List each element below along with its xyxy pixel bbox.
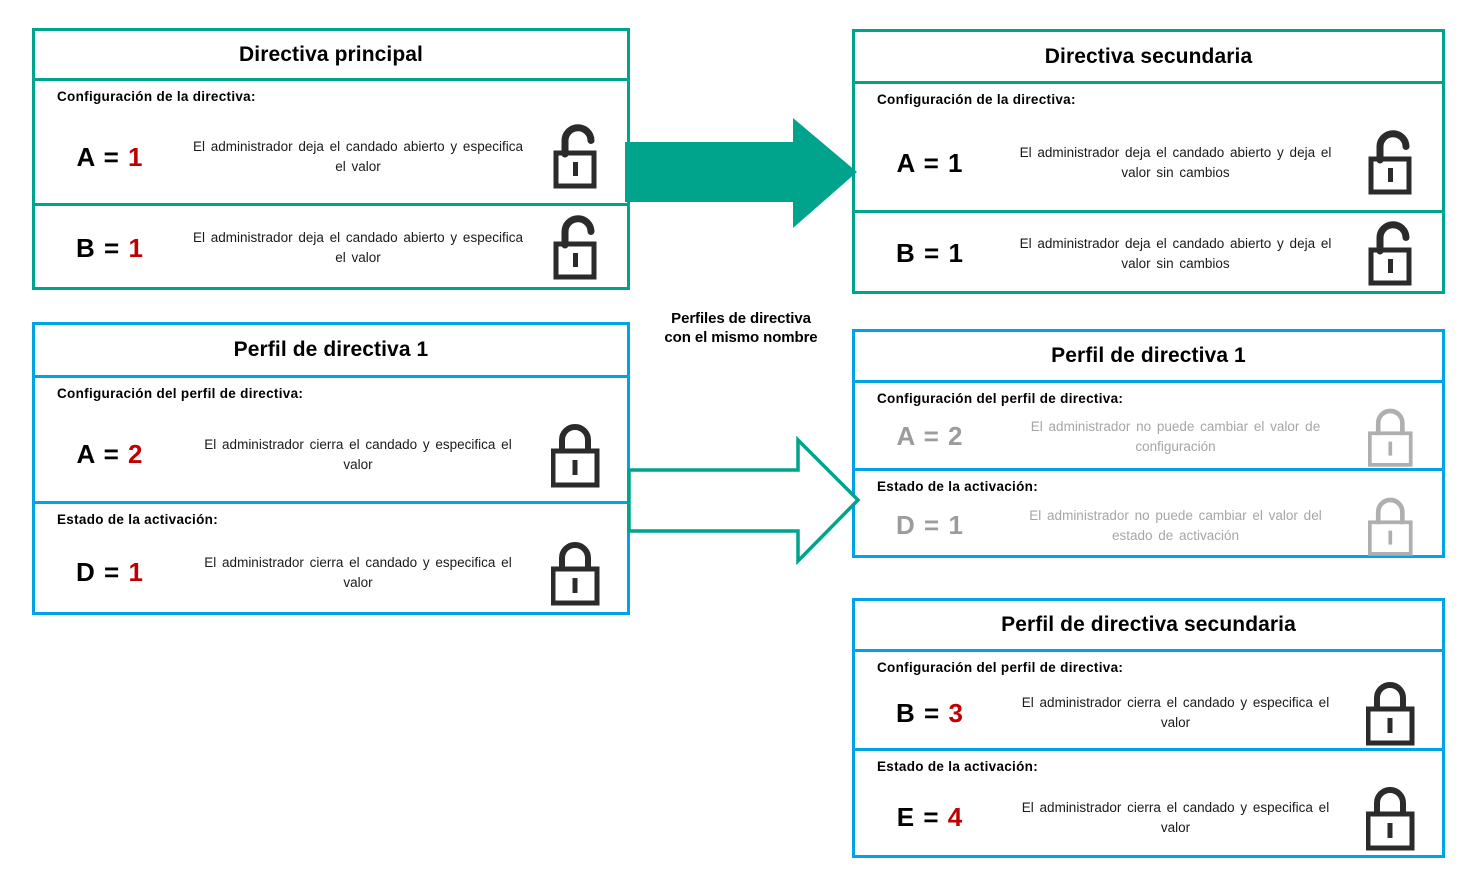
setting-key: A =	[896, 421, 940, 451]
panel-divider	[855, 649, 1442, 652]
setting-key-value: B = 1	[35, 233, 185, 264]
section-label: Configuración de la directiva:	[877, 92, 1076, 107]
setting-value: 4	[947, 802, 964, 832]
setting-key-value: A = 2	[35, 439, 185, 470]
setting-description: El administrador deja el candado abierto…	[1019, 235, 1332, 271]
panel-perfil-de-directiva-secundaria: Perfil de directiva secundaria Configura…	[852, 598, 1445, 858]
panel-divider	[35, 375, 627, 378]
setting-key: D =	[76, 557, 121, 587]
section-row: B = 1 El administrador deja el candado a…	[855, 213, 1442, 294]
setting-key: B =	[896, 238, 941, 268]
locked-padlock-icon	[531, 540, 627, 606]
setting-value: 2	[947, 421, 964, 451]
locked-padlock-icon	[531, 422, 627, 488]
setting-key: A =	[76, 141, 120, 172]
section-row: Estado de la activación: D = 1 El admini…	[35, 504, 627, 615]
setting-key-value: B = 1	[855, 238, 1005, 269]
section-label: Configuración del perfil de directiva:	[57, 386, 304, 401]
unlocked-padlock-icon	[531, 215, 627, 281]
setting-key-value: D = 1	[855, 510, 1005, 541]
section-label: Estado de la activación:	[877, 759, 1038, 774]
panel-title: Perfil de directiva 1	[1051, 344, 1246, 367]
panel-divider	[35, 78, 627, 81]
panel-directiva-principal: Directiva principal Configuración de la …	[32, 28, 630, 290]
setting-value: 1	[948, 238, 964, 268]
panel-divider	[855, 468, 1442, 471]
center-caption-line-1: Perfiles de directiva	[671, 310, 811, 327]
setting-value: 1	[127, 141, 144, 172]
setting-value: 1	[128, 232, 144, 263]
setting-description: El administrador cierra el candado y esp…	[1021, 799, 1330, 835]
panel-perfil-de-directiva-1-right: Perfil de directiva 1 Configuración del …	[852, 329, 1445, 558]
section-row: Estado de la activación: D = 1 El admini…	[855, 471, 1442, 558]
setting-key: D =	[896, 510, 941, 540]
setting-value: 1	[947, 147, 964, 178]
setting-key: A =	[896, 147, 940, 178]
setting-key-value: A = 1	[35, 142, 185, 173]
setting-key: B =	[76, 232, 121, 263]
section-row: Configuración de la directiva: A = 1 El …	[855, 84, 1442, 210]
locked-padlock-icon	[1346, 785, 1442, 851]
panel-divider	[35, 203, 627, 206]
center-caption: Perfiles de directiva con el mismo nombr…	[630, 310, 852, 348]
panel-divider	[35, 501, 627, 504]
section-row: Configuración del perfil de directiva: B…	[855, 652, 1442, 748]
panel-title: Perfil de directiva secundaria	[1001, 613, 1296, 636]
setting-value: 1	[948, 510, 964, 540]
locked-padlock-icon	[1346, 406, 1442, 468]
setting-key-value: A = 2	[855, 421, 1005, 452]
center-caption-line-2: con el mismo nombre	[664, 328, 818, 346]
unlocked-padlock-icon	[531, 124, 627, 190]
setting-value: 1	[128, 557, 144, 587]
section-row: B = 1 El administrador deja el candado a…	[35, 206, 627, 290]
section-label: Estado de la activación:	[57, 512, 218, 527]
setting-key: E =	[896, 802, 940, 832]
section-label: Configuración de la directiva:	[57, 89, 256, 104]
setting-description: El administrador deja el candado abierto…	[193, 230, 523, 265]
section-row: Estado de la activación: E = 4 El admini…	[855, 751, 1442, 858]
section-label: Configuración del perfil de directiva:	[877, 660, 1124, 675]
setting-key: A =	[76, 439, 120, 469]
setting-key-value: D = 1	[35, 557, 185, 588]
solid-teal-arrow	[625, 118, 857, 228]
panel-title: Perfil de directiva 1	[233, 338, 429, 361]
setting-key-value: E = 4	[855, 802, 1005, 833]
unlocked-padlock-icon	[1346, 130, 1442, 196]
section-label: Estado de la activación:	[877, 479, 1038, 494]
outline-teal-merge-arrow	[627, 435, 861, 566]
setting-key-value: A = 1	[855, 148, 1005, 179]
panel-title: Directiva principal	[239, 42, 423, 66]
panel-title: Directiva secundaria	[1044, 44, 1253, 68]
panel-directiva-secundaria: Directiva secundaria Configuración de la…	[852, 29, 1445, 294]
setting-description: El administrador cierra el candado y esp…	[204, 436, 512, 472]
setting-description: El administrador deja el candado abierto…	[1019, 145, 1332, 180]
panel-divider	[855, 748, 1442, 751]
setting-description: El administrador deja el candado abierto…	[193, 139, 523, 174]
setting-key-value: B = 3	[855, 698, 1005, 729]
locked-padlock-icon	[1346, 680, 1442, 746]
section-row: Configuración del perfil de directiva: A…	[855, 383, 1442, 468]
panel-divider	[855, 210, 1442, 213]
setting-description: El administrador cierra el candado y esp…	[204, 554, 512, 590]
locked-padlock-icon	[1346, 495, 1442, 557]
setting-description: El administrador cierra el candado y esp…	[1021, 695, 1330, 730]
section-row: Configuración de la directiva: A = 1 El …	[35, 81, 627, 203]
section-label: Configuración del perfil de directiva:	[877, 391, 1124, 406]
setting-description: El administrador no puede cambiar el val…	[1029, 507, 1322, 543]
unlocked-padlock-icon	[1346, 220, 1442, 287]
setting-description: El administrador no puede cambiar el val…	[1030, 418, 1321, 454]
panel-divider	[855, 380, 1442, 383]
panel-divider	[855, 81, 1442, 84]
panel-perfil-de-directiva-1-left: Perfil de directiva 1 Configuración del …	[32, 322, 630, 615]
setting-value: 2	[127, 439, 144, 469]
section-row: Configuración del perfil de directiva: A…	[35, 378, 627, 501]
setting-key: B =	[896, 697, 941, 728]
setting-value: 3	[948, 697, 964, 728]
